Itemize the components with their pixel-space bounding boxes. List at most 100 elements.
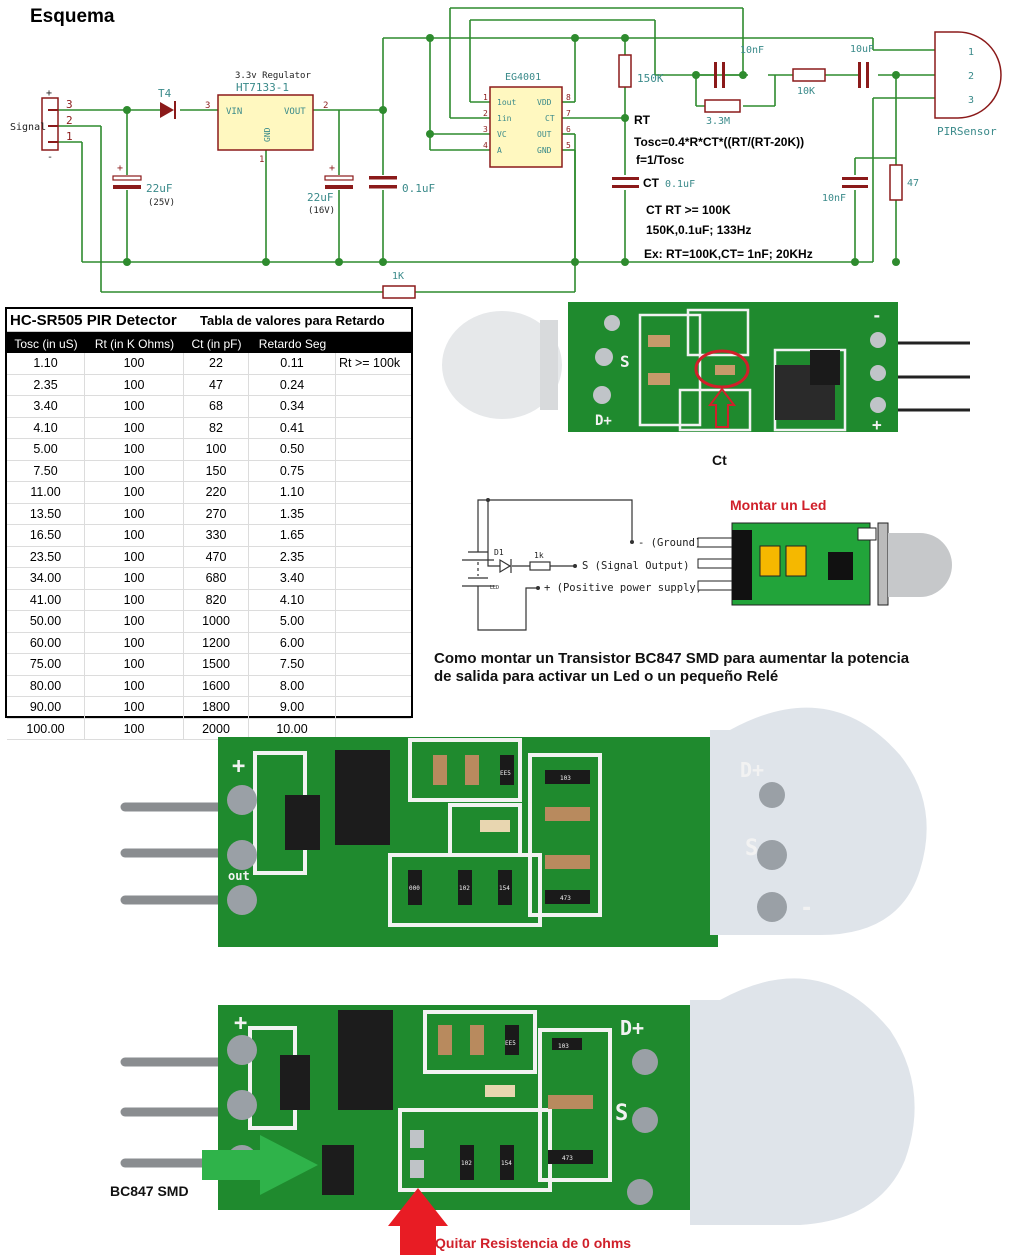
pin-label: 1 [483,93,488,102]
signal-connector [41,97,59,151]
table-cell: 1000 [184,611,249,632]
table-cell: 330 [184,525,249,546]
table-cell: 4.10 [7,417,85,438]
ic-pin-name: VDD [537,98,552,107]
pcb-photo-ct: S D+ - + Ct [442,302,970,468]
table-title: HC-SR505 PIR Detector [10,311,177,329]
pin-label: 3 [205,101,210,111]
capacitor-ct [612,177,639,188]
connector-plus: + [46,88,52,99]
cap-rating: (25V) [148,198,175,208]
table-cell: 680 [184,568,249,589]
table-cell [336,504,411,525]
diode-ref: T4 [158,87,172,100]
regulator-part: HT7133-1 [236,81,289,94]
regulator-chip [335,750,390,845]
table-subtitle: Tabla de valores para Retardo [200,312,385,328]
table-cell: 1500 [184,654,249,675]
table-cell: 100 [85,503,184,524]
delay-table: HC-SR505 PIR Detector Tabla de valores p… [5,307,413,740]
table-cell [336,482,411,503]
table-cell: 100 [85,525,184,546]
table-cell: 10.00 [249,718,336,739]
resistor-value: 150K [637,72,664,85]
table-cell [336,611,411,632]
smd-code: 154 [501,1160,512,1167]
capacitor-22uf-16v [324,175,354,189]
note-example-1: 150K,0.1uF; 133Hz [646,223,751,237]
led-wiring-diagram: D1 1k LED - (Ground) S (Signal Output) +… [462,497,952,631]
table-cell: 100 [85,632,184,653]
pcb-label-d: D+ [740,758,764,782]
table-cell [336,525,411,546]
pcb-label-s: S [615,1101,628,1126]
resistor-value: 1K [392,271,404,282]
pin-label: 3 [66,98,73,111]
smd-code: 154 [499,885,510,892]
resistor-value: 47 [907,178,919,189]
resistor-value: 3.3M [706,116,730,127]
table-cell: 2000 [184,718,249,739]
table-cell [336,396,411,417]
table-cell: 100 [85,611,184,632]
pin-label: 2 [66,114,73,127]
regulator-desc: 3.3v Regulator [235,71,311,81]
caption-line-1: Como montar un Transistor BC847 SMD para… [434,650,910,667]
smd-code: 000 [409,885,420,892]
table-cell: 100 [85,697,184,718]
table-cell: 220 [184,482,249,503]
column-header: Rt (in K Ohms) [94,337,175,351]
table-cell: 100 [85,417,184,438]
pcb-label-s: S [620,352,630,371]
table-cell: 100 [85,396,184,417]
ic-part: EG4001 [505,72,541,83]
wires [55,7,935,293]
power-label: + (Positive power supply) [544,582,702,594]
column-header: Tosc (in uS) [14,337,78,351]
table-cell: 100 [85,353,184,374]
table-column-headers: Tosc (in uS) Rt (in K Ohms) Ct (in pF) R… [7,332,411,353]
table-cell: 8.00 [249,675,336,696]
ct-label: CT [643,176,660,190]
table-cell: 100 [85,546,184,567]
bc847-chip [322,1145,354,1195]
resistor-47 [889,164,903,201]
table-cell: 1.10 [7,353,85,374]
formula-tosc: Tosc=0.4*R*CT*((RT/(RT-20K)) [634,135,804,149]
smd-code: 473 [562,1155,573,1162]
ct-arrow-icon [708,387,736,428]
junctions [123,34,900,266]
resistor-1k-symbol [529,561,551,571]
table-cell: 0.11 [249,353,336,374]
table-cell [336,418,411,439]
table-cell: 7.50 [7,460,85,481]
table-header: HC-SR505 PIR Detector Tabla de valores p… [7,309,411,332]
column-header: Ct (in pF) [191,337,242,351]
ic-eg4001-body [489,86,563,168]
table-cell: 0.24 [249,374,336,395]
table-cell: 100 [85,482,184,503]
note-example-2: Ex: RT=100K,CT= 1nF; 20KHz [644,247,813,261]
column-header: Retardo Seg [258,337,327,351]
table-cell: 68 [184,396,249,417]
table-cell: 90.00 [7,697,85,718]
table-cell: 47 [184,374,249,395]
table-cell: 100 [85,460,184,481]
capacitor-10nf-bottom [842,177,868,188]
table-cell: 100 [85,374,184,395]
table-cell: 75.00 [7,654,85,675]
ic-pin-name: GND [537,146,552,155]
table-cell: 1800 [184,697,249,718]
pin-label: 7 [566,109,571,118]
ic-pin-name: A [497,146,502,155]
table-cell: 16.50 [7,525,85,546]
table-cell: 41.00 [7,589,85,610]
